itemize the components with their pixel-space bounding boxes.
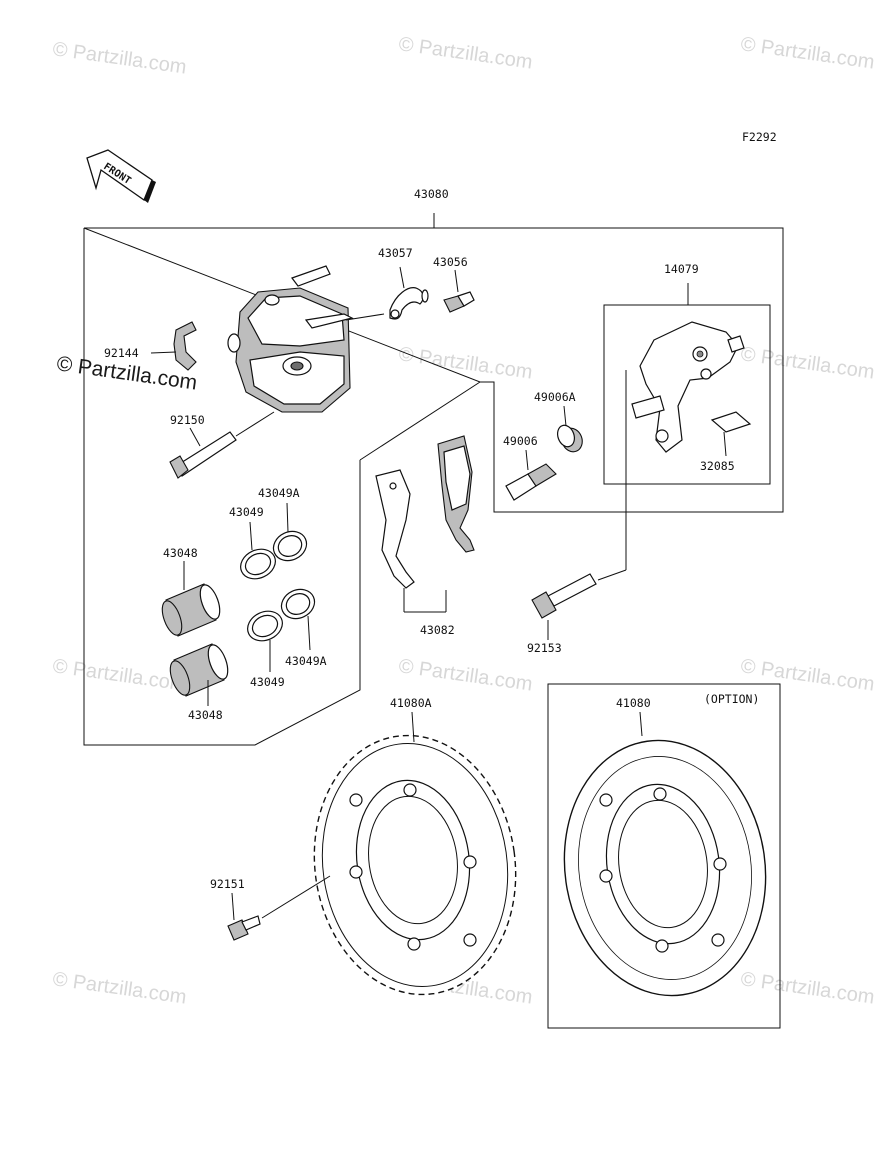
caliper-assembly-frame	[83, 213, 784, 746]
watermark-text: © Partzilla.com	[397, 655, 534, 696]
watermark-text: © Partzilla.com	[739, 343, 876, 384]
part-49006A	[556, 405, 583, 453]
caliper-bracket	[631, 321, 745, 453]
watermark-text: © Partzilla.com	[51, 38, 188, 79]
part-43056	[443, 269, 475, 313]
part-92150	[169, 411, 275, 479]
part-49006	[505, 449, 557, 501]
front-arrow-icon: FRONT	[86, 149, 156, 203]
part-43082-brake-pads	[375, 435, 475, 613]
watermark-text: © Partzilla.com	[397, 33, 534, 74]
part-label-43048-top: 43048	[163, 546, 198, 560]
bracket-frame	[603, 283, 771, 485]
caliper-body	[227, 265, 354, 413]
part-label-49006: 49006	[503, 434, 538, 448]
part-label-92144: 92144	[104, 346, 139, 360]
part-label-92153: 92153	[527, 641, 562, 655]
part-label-43057: 43057	[378, 246, 413, 260]
part-32085	[710, 411, 752, 457]
watermark-text: © Partzilla.com	[739, 655, 876, 696]
part-label-49006A: 49006A	[534, 390, 576, 404]
part-92151	[227, 892, 261, 941]
part-label-43049A-bottom: 43049A	[285, 654, 327, 668]
part-label-43056: 43056	[433, 255, 468, 269]
part-label-41080: 41080	[616, 696, 651, 710]
part-label-92151: 92151	[210, 877, 245, 891]
watermark-text: © Partzilla.com	[739, 968, 876, 1009]
part-label-43049-top: 43049	[229, 505, 264, 519]
pistons	[161, 561, 229, 706]
watermark-text: © Partzilla.com	[739, 33, 876, 74]
watermark-text: © Partzilla.com	[51, 968, 188, 1009]
part-41080-brake-disc	[563, 739, 767, 997]
part-label-43080: 43080	[414, 187, 449, 201]
part-label-43049-bottom: 43049	[250, 675, 285, 689]
diagram-code: F2292	[742, 130, 777, 144]
part-label-41080A: 41080A	[390, 696, 432, 710]
part-43057	[345, 266, 429, 321]
part-92144	[150, 321, 197, 371]
part-label-43048-bottom: 43048	[188, 708, 223, 722]
part-label-43049A-top: 43049A	[258, 486, 300, 500]
part-label-92150: 92150	[170, 413, 205, 427]
watermark-text: © Partzilla.com	[397, 343, 534, 384]
option-label: (OPTION)	[704, 692, 759, 706]
option-frame	[547, 683, 781, 1029]
piston-seals	[240, 502, 316, 672]
part-label-32085: 32085	[700, 459, 735, 473]
watermark-text: © Partzilla.com	[51, 655, 188, 696]
part-41080A-brake-disc	[261, 711, 517, 996]
part-label-43082: 43082	[420, 623, 455, 637]
part-label-14079: 14079	[664, 262, 699, 276]
part-92153	[531, 370, 627, 640]
